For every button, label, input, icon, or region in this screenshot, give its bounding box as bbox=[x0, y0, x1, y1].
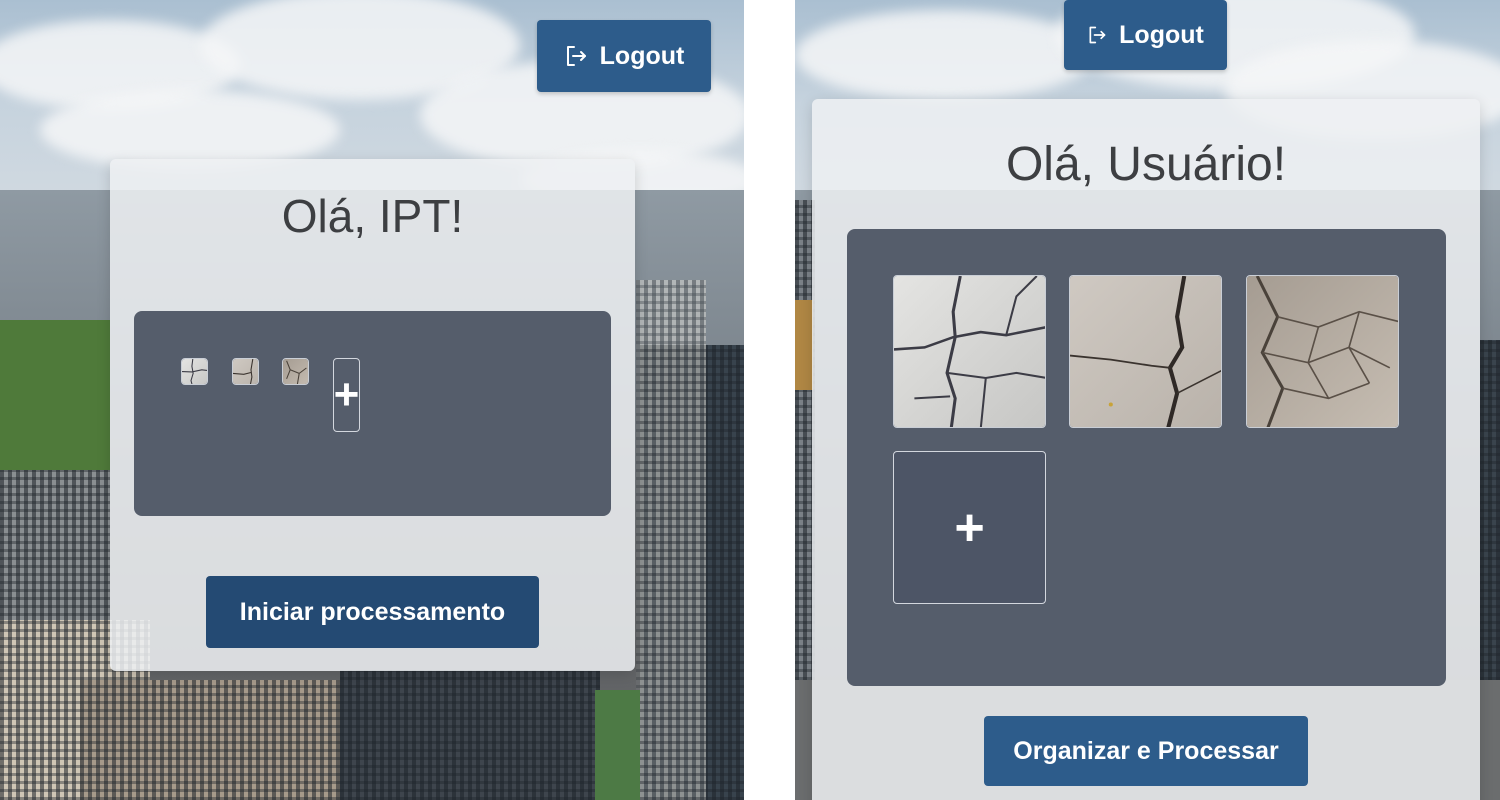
left-screen: Logout Olá, IPT! bbox=[0, 0, 744, 800]
image-panel: + bbox=[134, 311, 611, 516]
thumbnail-crack-1[interactable] bbox=[893, 275, 1046, 428]
thumbnail-crack-3[interactable] bbox=[282, 358, 309, 385]
thumbnail-crack-2[interactable] bbox=[1069, 275, 1222, 428]
organize-and-process-button[interactable]: Organizar e Processar bbox=[984, 716, 1308, 786]
start-processing-button[interactable]: Iniciar processamento bbox=[206, 576, 539, 648]
plus-icon: + bbox=[954, 498, 985, 557]
greeting-title: Olá, Usuário! bbox=[1005, 138, 1287, 191]
upload-card: Olá, IPT! + bbox=[110, 159, 635, 671]
logout-label: Logout bbox=[599, 41, 685, 70]
gutter bbox=[744, 0, 795, 800]
right-screen: Logout Olá, Usuário! bbox=[795, 0, 1500, 800]
upload-card: Olá, Usuário! bbox=[812, 99, 1480, 800]
logout-label: Logout bbox=[1119, 20, 1204, 49]
logout-button[interactable]: Logout bbox=[1064, 0, 1227, 70]
add-image-button[interactable]: + bbox=[333, 358, 360, 432]
logout-icon bbox=[564, 44, 588, 68]
image-panel: + bbox=[847, 229, 1446, 686]
thumbnail-crack-2[interactable] bbox=[232, 358, 259, 385]
logout-button[interactable]: Logout bbox=[537, 20, 711, 92]
greeting-title: Olá, IPT! bbox=[281, 190, 464, 242]
thumbnail-crack-3[interactable] bbox=[1246, 275, 1399, 428]
add-image-button[interactable]: + bbox=[893, 451, 1046, 604]
plus-icon: + bbox=[333, 370, 360, 419]
logout-icon bbox=[1087, 25, 1107, 45]
thumbnail-crack-1[interactable] bbox=[181, 358, 208, 385]
